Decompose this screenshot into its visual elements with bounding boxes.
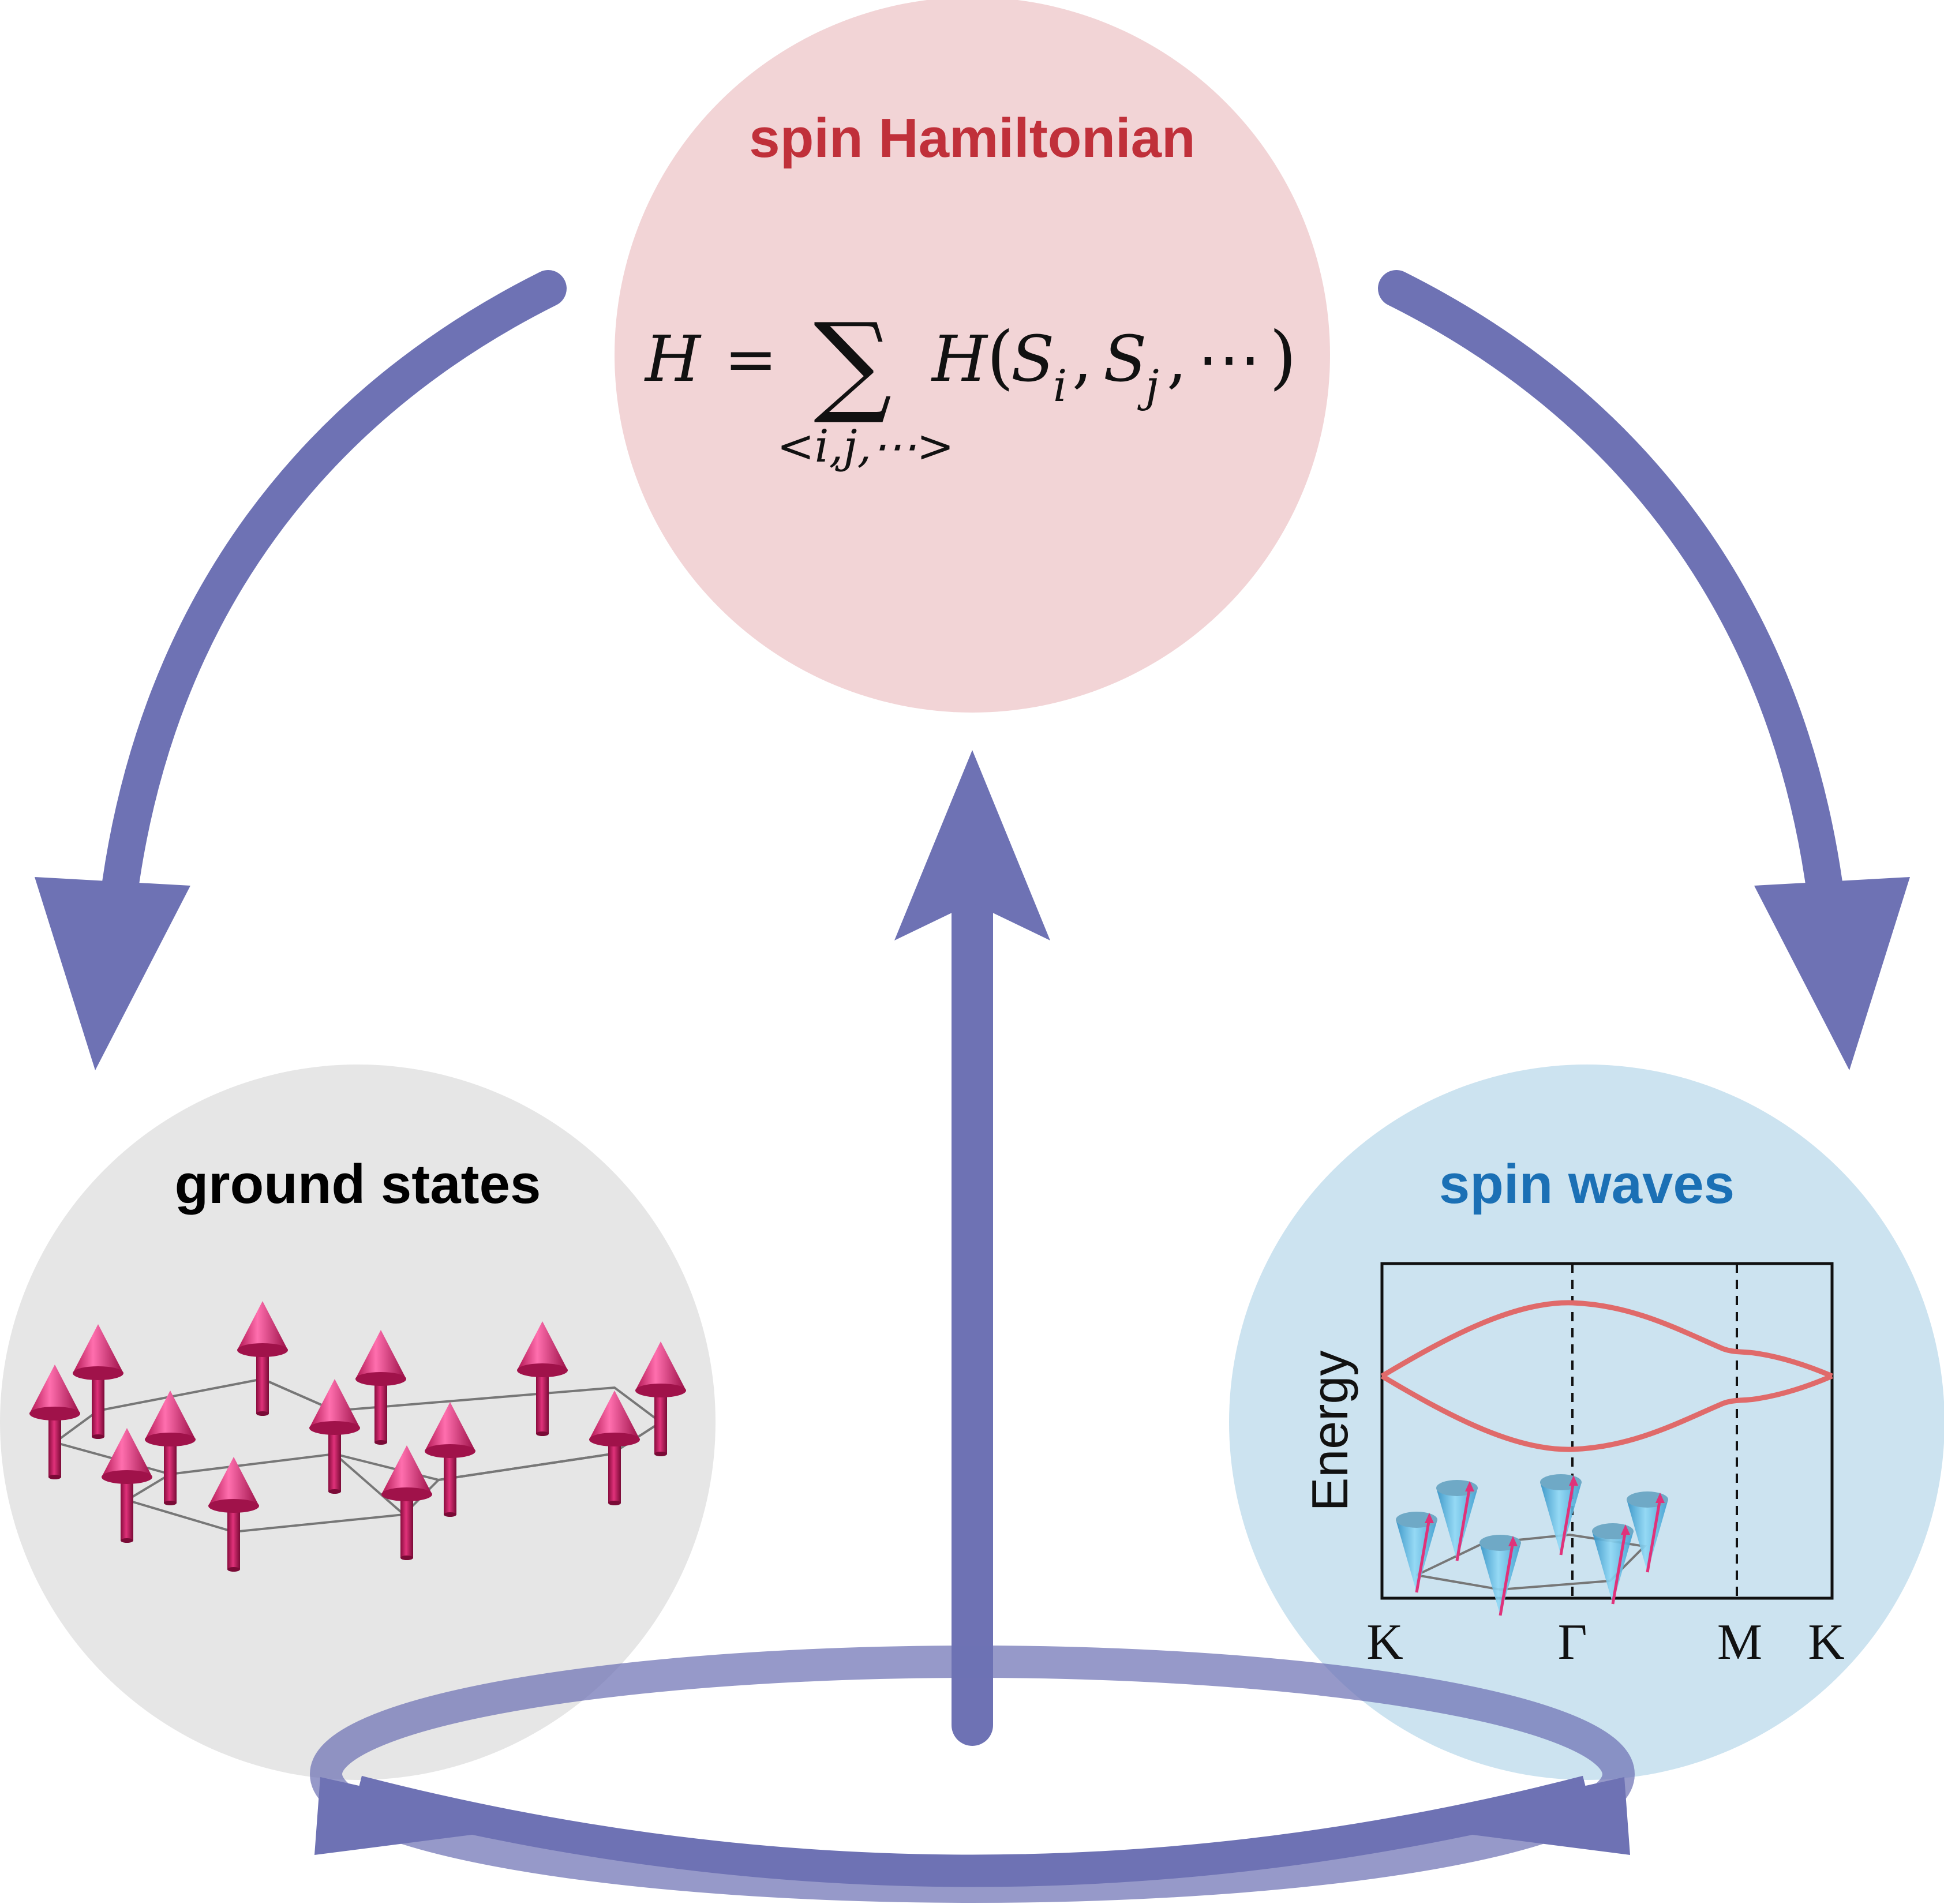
bottom-ring-front — [354, 1775, 1591, 1887]
tick-label-k-left: K — [1366, 1614, 1403, 1670]
tick-label-gamma: Γ — [1558, 1614, 1587, 1670]
spin-hamiltonian-title: spin Hamiltonian — [749, 107, 1195, 169]
equation-spin-i: S — [1011, 322, 1054, 396]
arrow-hamiltonian-to-spin-waves — [1378, 270, 1845, 919]
arrowhead-spin-waves — [1754, 877, 1910, 1070]
flow-arrows — [35, 270, 1910, 1903]
arrowhead-spin-hamiltonian — [894, 750, 1050, 940]
equation-spin-i-sub: i — [1053, 360, 1067, 411]
equation-spin-j: S — [1103, 322, 1147, 396]
lower-magnon-band — [1380, 1373, 1833, 1452]
precessing-spin-cones-illustration — [1396, 1474, 1668, 1616]
equation-sum-symbol: ∑ — [814, 299, 892, 427]
arrowhead-ring-left — [314, 1777, 540, 1855]
spin-hamiltonian-circle — [615, 0, 1330, 713]
upper-magnon-band — [1380, 1300, 1833, 1379]
ground-states-circle — [0, 1065, 716, 1780]
arrowhead-ground-states — [35, 877, 190, 1070]
tick-label-k-right: K — [1808, 1614, 1845, 1670]
equation-comma-2: , — [1167, 322, 1187, 396]
equation-comma-1: , — [1072, 322, 1092, 396]
hamiltonian-equation: H = ∑ <i,j,⋯> H ( S i , S j , ⋯ ) — [644, 299, 1297, 473]
equation-lhs: H — [644, 322, 702, 396]
plot-frame — [1380, 1262, 1834, 1600]
arrowhead-ring-right — [1405, 1777, 1630, 1855]
spin-wave-dispersion-plot: Energy K Γ M K — [1301, 1262, 1845, 1670]
ground-states-title: ground states — [175, 1153, 541, 1215]
equation-close-paren: ) — [1269, 317, 1297, 398]
equation-open-paren: ( — [987, 317, 1014, 398]
arrow-hamiltonian-to-ground-states — [100, 270, 567, 919]
spin-waves-circle — [1229, 1065, 1944, 1780]
spin-lattice-illustration — [29, 1301, 686, 1572]
equation-equals: = — [724, 322, 777, 396]
spin-waves-title: spin waves — [1439, 1153, 1735, 1215]
tick-label-m: M — [1717, 1614, 1762, 1670]
equation-sum-subscript: <i,j,⋯> — [777, 421, 954, 473]
energy-axis-label: Energy — [1301, 1351, 1358, 1512]
equation-function: H — [931, 322, 988, 396]
equation-dots: ⋯ — [1197, 322, 1261, 396]
